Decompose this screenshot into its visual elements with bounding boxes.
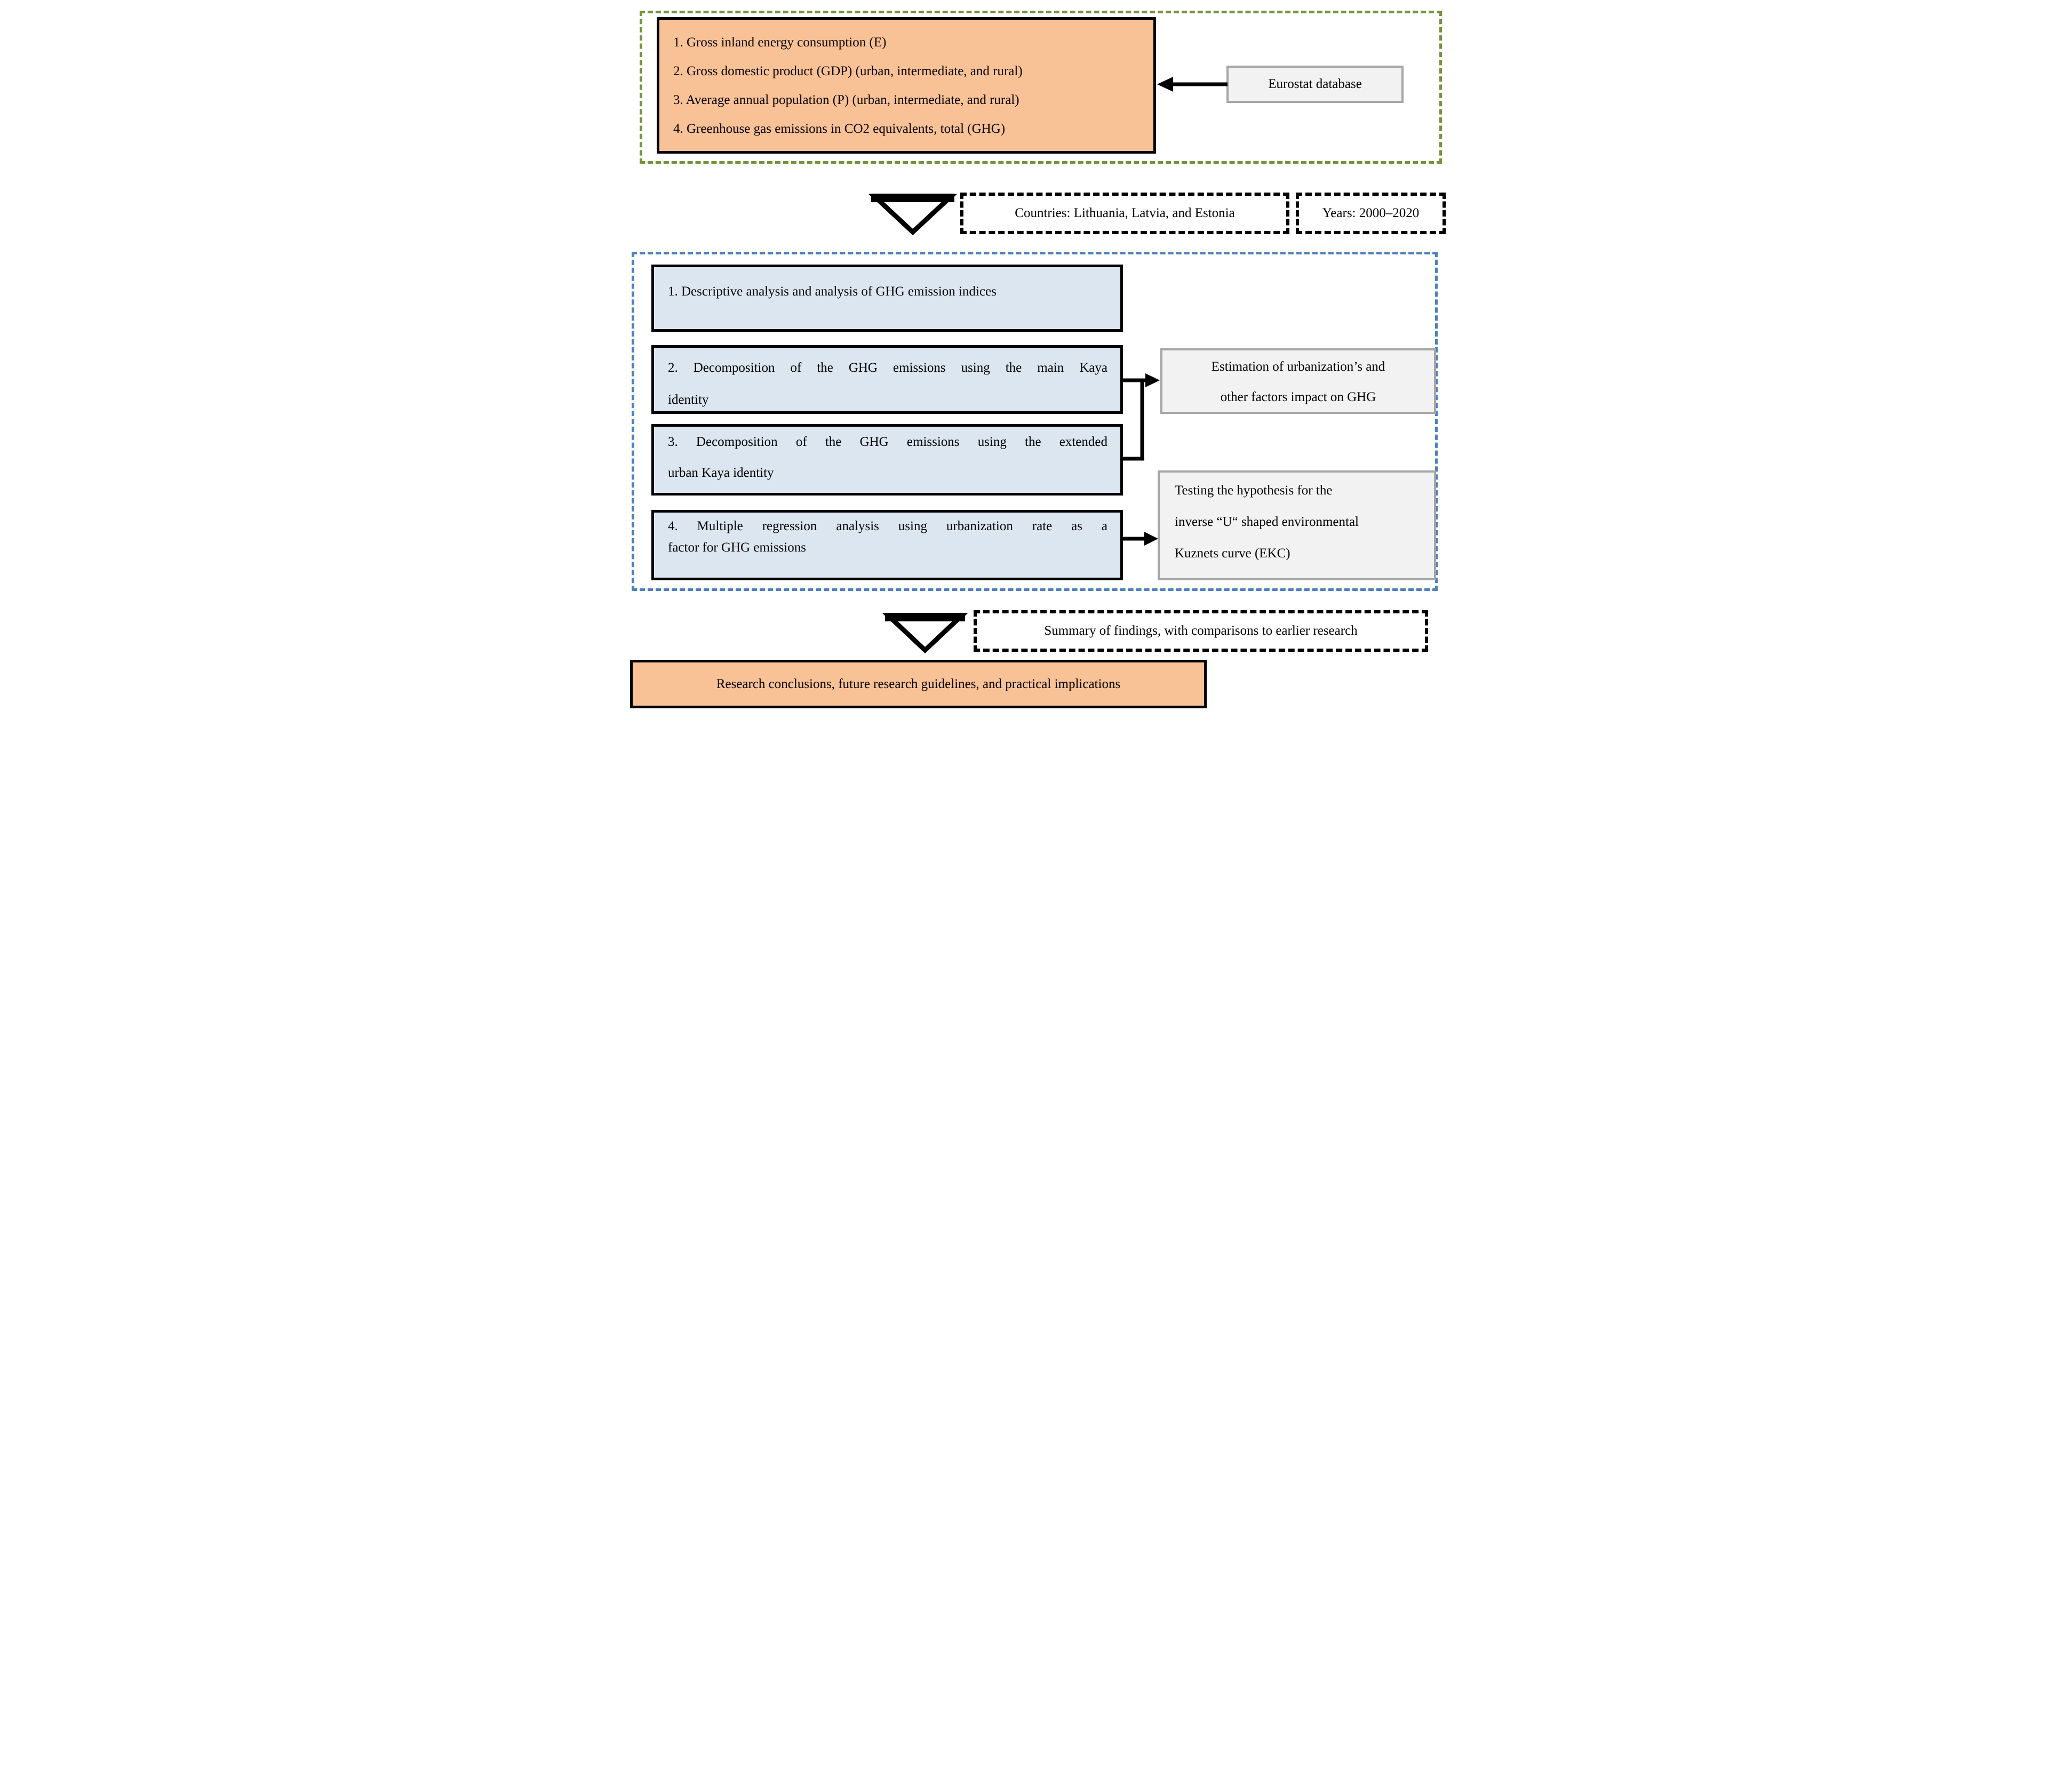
data-collection-frame [640,11,1442,164]
input-item: 3. Average annual population (P) (urban,… [673,93,1019,107]
flow-down-triangle-icon [868,194,958,236]
flowchart-canvas: 1. Gross inland energy consumption (E) 2… [621,0,1451,709]
years-label: Years: 2000–2020 [1322,206,1420,220]
conclusions-box: Research conclusions, future research gu… [630,660,1207,708]
step-text: factor for GHG emissions [668,540,806,555]
countries-scope-box: Countries: Lithuania, Latvia, and Estoni… [960,193,1289,234]
step-text: 2. Decomposition of the GHG emissions us… [668,361,1107,375]
eurostat-database-box: Eurostat database [1226,66,1404,103]
testing-text: inverse “U“ shaped environmental [1175,515,1359,529]
step-extended-kaya-box: 3. Decomposition of the GHG emissions us… [651,424,1123,496]
testing-text: Kuznets curve (EKC) [1175,546,1290,561]
input-item: 4. Greenhouse gas emissions in CO2 equiv… [673,122,1006,136]
step-text: 1. Descriptive analysis and analysis of … [668,284,997,299]
flow-down-triangle-icon [882,613,968,654]
summary-label: Summary of findings, with comparisons to… [1044,624,1358,638]
input-data-box: 1. Gross inland energy consumption (E) 2… [657,17,1156,154]
estimation-text: other factors impact on GHG [1220,390,1376,404]
summary-box: Summary of findings, with comparisons to… [974,610,1428,652]
estimation-text: Estimation of urbanization’s and [1211,359,1385,374]
input-item: 1. Gross inland energy consumption (E) [673,35,887,50]
step-regression-box: 4. Multiple regression analysis using ur… [651,510,1123,580]
step-text: urban Kaya identity [668,466,774,480]
estimation-output-box: Estimation of urbanization’s and other f… [1160,348,1436,414]
methods-frame [632,252,1438,591]
countries-label: Countries: Lithuania, Latvia, and Estoni… [1015,206,1235,220]
years-scope-box: Years: 2000–2020 [1296,193,1446,234]
ekc-testing-output-box: Testing the hypothesis for the inverse “… [1158,470,1436,580]
eurostat-database-label: Eurostat database [1268,77,1362,91]
step-text: identity [668,393,709,407]
step-text: 3. Decomposition of the GHG emissions us… [668,435,1107,449]
step-descriptive-analysis-box: 1. Descriptive analysis and analysis of … [651,265,1123,332]
step-text: 4. Multiple regression analysis using ur… [668,519,1107,533]
testing-text: Testing the hypothesis for the [1175,483,1333,498]
input-item: 2. Gross domestic product (GDP) (urban, … [673,64,1023,78]
conclusions-label: Research conclusions, future research gu… [716,676,1121,691]
step-main-kaya-box: 2. Decomposition of the GHG emissions us… [651,345,1123,414]
